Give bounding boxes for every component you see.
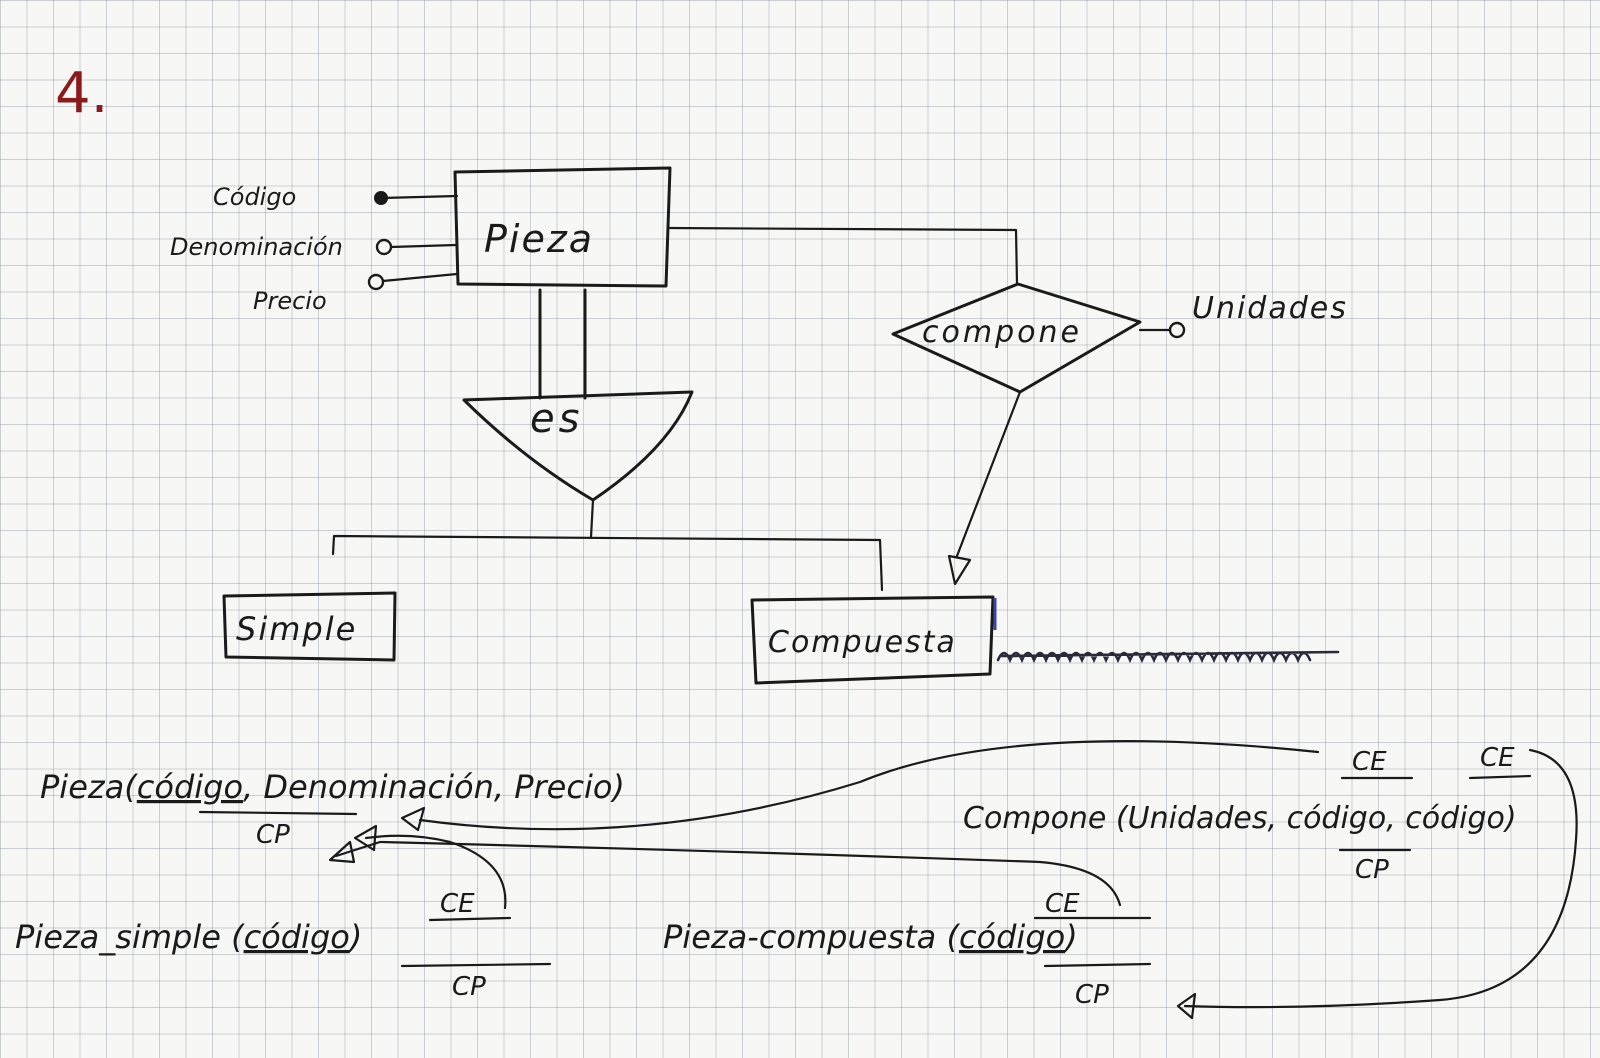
entity-simple-label: Simple bbox=[236, 610, 357, 648]
attribute-precio-label: Precio bbox=[253, 287, 327, 315]
entity-pieza-label: Pieza bbox=[484, 217, 594, 261]
exercise-number: 4. bbox=[55, 61, 108, 126]
schema-pieza-compuesta-fk: CE bbox=[1045, 889, 1080, 919]
fk-arrow bbox=[334, 840, 1122, 907]
schema-pieza-pk: CP bbox=[256, 820, 290, 850]
fk-arrow bbox=[418, 740, 1320, 831]
attribute-marker bbox=[1168, 321, 1186, 339]
entity-simple: Simple bbox=[222, 591, 397, 662]
relationship-compone-label: compone bbox=[922, 315, 1082, 350]
entity-compuesta: Compuesta bbox=[750, 595, 1340, 685]
attribute-codigo: Código bbox=[213, 183, 459, 211]
schema-compone-pk: CP bbox=[1355, 855, 1389, 885]
key-attribute-marker bbox=[374, 191, 388, 205]
schema-pieza-compuesta-name: Pieza-compuesta ( bbox=[663, 918, 960, 956]
fk-arrow bbox=[1183, 748, 1578, 1009]
svg-text:Pieza_simple (código): Pieza_simple (código) bbox=[15, 918, 362, 956]
schema-compone-fk2: CE bbox=[1480, 743, 1515, 773]
specialization-es: es bbox=[331, 288, 884, 592]
schema-pieza-simple-close: ) bbox=[348, 918, 362, 956]
attribute-denominacion-label: Denominación bbox=[170, 233, 343, 261]
crossed-out-text bbox=[996, 650, 1340, 664]
foreign-key-arrows bbox=[328, 740, 1578, 1020]
attribute-precio: Precio bbox=[253, 272, 459, 315]
specialization-es-label: es bbox=[530, 396, 583, 442]
schema-pieza-compuesta-pk: CP bbox=[1075, 980, 1109, 1010]
attribute-codigo-label: Código bbox=[213, 183, 296, 211]
relationship-compone: compone bbox=[666, 226, 1142, 586]
schema-pieza-simple-pk: CP bbox=[452, 972, 486, 1002]
entity-pieza: Pieza bbox=[453, 166, 672, 288]
schema-compone-name: Compone (Unidades, bbox=[963, 801, 1287, 836]
schema-pieza-name: Pieza( bbox=[40, 768, 138, 806]
schema-pieza-compuesta: Pieza-compuesta (código) CE CP bbox=[663, 889, 1152, 1010]
schema-pieza-compuesta-key: código bbox=[959, 918, 1065, 956]
svg-text:Pieza(código, Denominación, Pr: Pieza(código, Denominación, Precio) bbox=[40, 768, 625, 806]
svg-text:Compone (Unidades, código, cód: Compone (Unidades, código, código) bbox=[963, 801, 1517, 836]
arrowhead bbox=[947, 554, 972, 586]
svg-text:Pieza-compuesta (código): Pieza-compuesta (código) bbox=[663, 918, 1078, 956]
attribute-denominacion: Denominación bbox=[170, 233, 458, 261]
attribute-unidades-label: Unidades bbox=[1192, 291, 1348, 326]
entity-compuesta-label: Compuesta bbox=[768, 625, 957, 660]
schema-compone-fields: código, código) bbox=[1287, 801, 1517, 836]
schema-pieza-simple-name: Pieza_simple ( bbox=[15, 918, 245, 956]
schema-pieza-key: código bbox=[137, 768, 243, 806]
schema-pieza-simple-fk: CE bbox=[440, 889, 475, 919]
schema-pieza-compuesta-close: ) bbox=[1063, 918, 1077, 956]
schema-compone: Compone (Unidades, código, código) CE CE… bbox=[963, 743, 1532, 885]
schema-pieza-rest: , Denominación, Precio) bbox=[243, 768, 625, 806]
schema-pieza-simple-key: código bbox=[244, 918, 350, 956]
schema-pieza-simple: Pieza_simple (código) CE CP bbox=[15, 889, 552, 1002]
fk-arrow bbox=[364, 834, 507, 910]
attribute-unidades: Unidades bbox=[1138, 291, 1348, 339]
attribute-marker bbox=[367, 273, 385, 291]
attribute-marker bbox=[375, 238, 393, 256]
schema-compone-fk1: CE bbox=[1352, 747, 1387, 777]
schema-pieza: Pieza(código, Denominación, Precio) CP bbox=[40, 768, 625, 850]
